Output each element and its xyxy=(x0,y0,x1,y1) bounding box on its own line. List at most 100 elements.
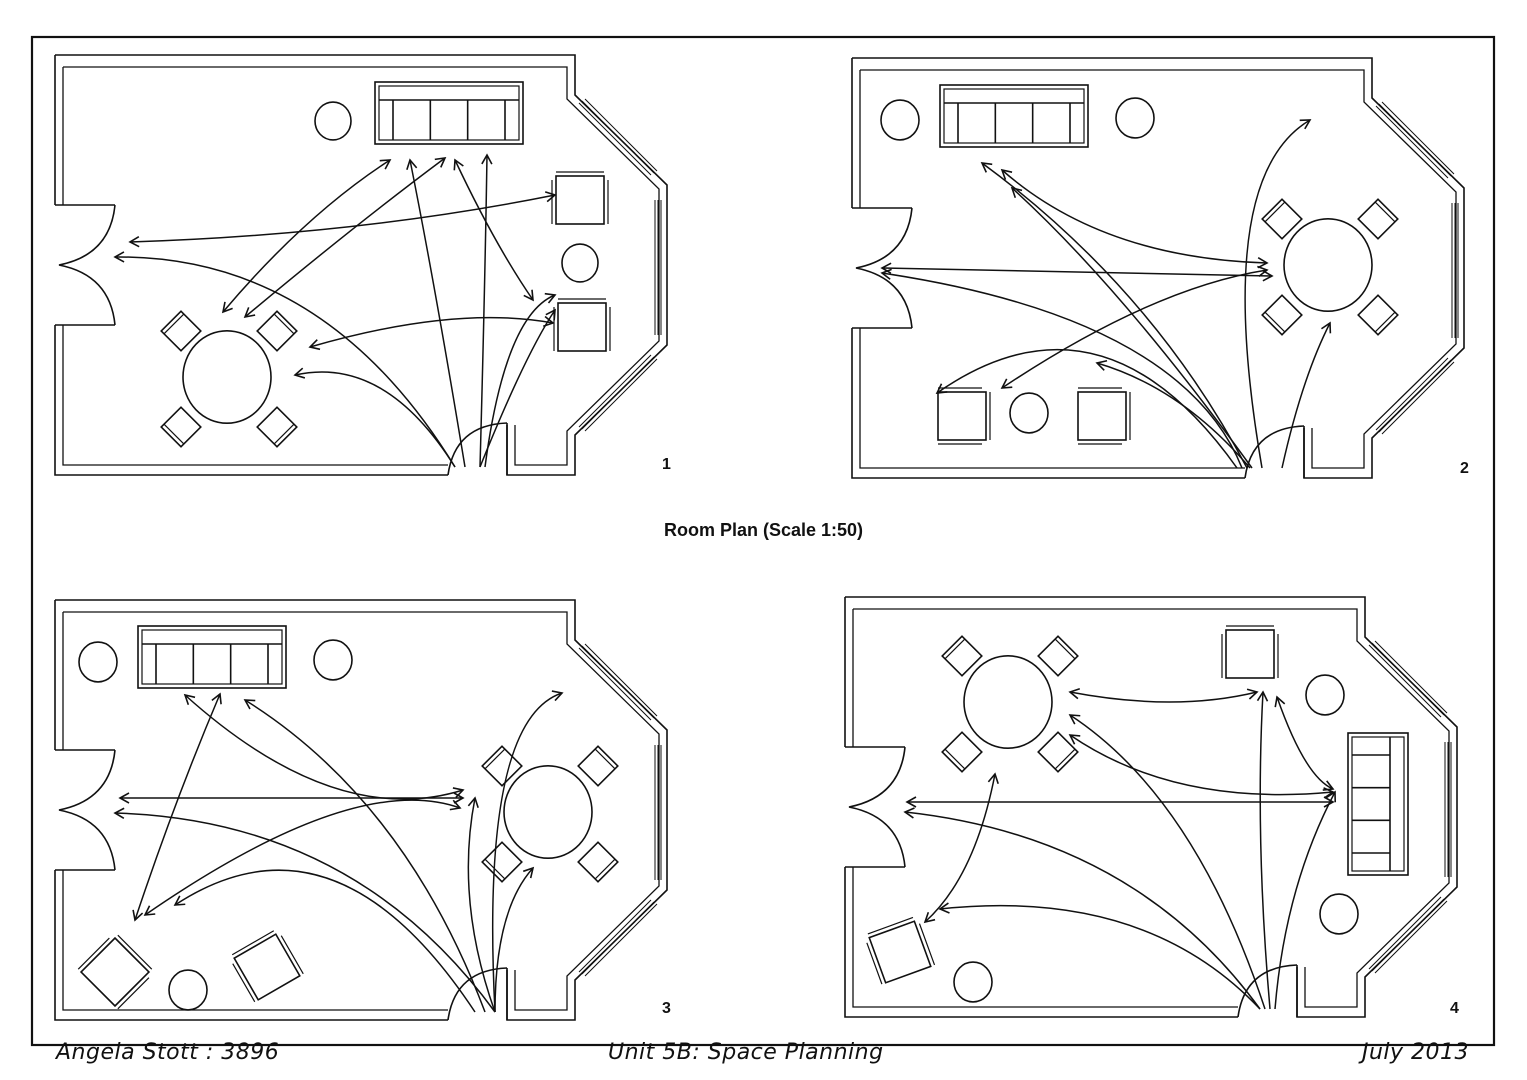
side-table xyxy=(1009,392,1049,434)
circulation-arrow xyxy=(484,292,557,468)
window-upper xyxy=(1368,640,1448,718)
armchair-arms xyxy=(938,387,991,445)
chair-back xyxy=(944,638,966,660)
window-middle xyxy=(1451,203,1459,338)
circulation-arrow xyxy=(1274,695,1335,791)
sofa-inner xyxy=(1351,736,1405,872)
chair-seat xyxy=(256,310,298,352)
sofa xyxy=(137,625,287,689)
armchair xyxy=(937,387,991,445)
side-table xyxy=(1115,97,1155,139)
armchair xyxy=(231,930,304,1003)
circulation-arrow xyxy=(491,690,564,1013)
circulation-arrow xyxy=(1274,790,1337,1010)
circulation-arrow xyxy=(1281,321,1332,469)
dining-chair xyxy=(1037,731,1079,773)
side-table xyxy=(1319,893,1359,935)
circulation-arrow xyxy=(1068,714,1266,1010)
chair-seat xyxy=(1261,198,1303,240)
circulation-arrow xyxy=(923,772,999,924)
armchair-seat xyxy=(555,175,605,225)
dining-table xyxy=(182,329,272,424)
chair-back xyxy=(1264,201,1286,223)
author-label: Angela Stott : 3896 xyxy=(56,1040,280,1065)
armchair-seat xyxy=(557,302,607,352)
chair-seat xyxy=(160,310,202,352)
circulation-arrow xyxy=(183,693,465,800)
armchair xyxy=(551,171,609,225)
armchair xyxy=(553,298,611,352)
dining-chair xyxy=(160,310,202,352)
circulation-arrow xyxy=(453,158,534,302)
armchair-arms xyxy=(1221,625,1279,678)
sofa-inner xyxy=(943,88,1085,144)
window-lower xyxy=(578,899,658,977)
entry-door-swing xyxy=(1237,964,1298,1018)
chair-back xyxy=(163,313,185,335)
circulation-arrow xyxy=(243,699,486,1013)
armchair-arms xyxy=(231,930,304,1003)
chair-back xyxy=(1054,638,1076,660)
dining-chair xyxy=(1357,294,1399,336)
chair-back xyxy=(594,748,616,770)
plan-number-3: 3 xyxy=(662,1000,671,1017)
inner-wall xyxy=(62,66,660,466)
chair-seat xyxy=(1037,635,1079,677)
chair-seat xyxy=(481,841,523,883)
sofa-inner xyxy=(378,85,520,141)
inner-wall xyxy=(852,608,1450,1008)
plan-number-4: 4 xyxy=(1450,1000,1459,1017)
inner-wall xyxy=(859,69,1457,469)
circulation-arrow xyxy=(1068,734,1335,799)
circulation-arrow xyxy=(467,796,496,1013)
window-upper xyxy=(578,643,658,721)
chair-seat xyxy=(941,731,983,773)
chair-back xyxy=(1374,201,1396,223)
sheet-border xyxy=(30,35,1496,1047)
dining-table xyxy=(963,654,1053,750)
dining-chair xyxy=(256,310,298,352)
dining-chair xyxy=(1037,635,1079,677)
armchair xyxy=(866,916,936,985)
circulation-arrow xyxy=(128,191,557,248)
sofa xyxy=(374,81,524,145)
dining-chair xyxy=(577,745,619,787)
circulation-arrow xyxy=(143,799,462,916)
chair-back xyxy=(484,748,506,770)
outer-wall xyxy=(844,596,1458,1018)
circulation-arrow xyxy=(494,866,535,1013)
circulation-arrow xyxy=(1000,168,1269,269)
chair-back xyxy=(163,423,185,445)
window-middle xyxy=(654,200,662,335)
chair-back xyxy=(944,748,966,770)
sofa-inner xyxy=(141,629,283,685)
dining-table xyxy=(503,765,593,860)
dining-chair xyxy=(1261,294,1303,336)
circulation-arrow xyxy=(1000,265,1269,389)
armchair-seat xyxy=(868,920,932,984)
room-plan-1 xyxy=(54,54,668,476)
sofa xyxy=(939,84,1089,148)
plan-number-2: 2 xyxy=(1460,460,1469,477)
armchair xyxy=(1077,387,1131,445)
circulation-arrow xyxy=(1010,186,1253,469)
side-table xyxy=(314,101,352,141)
circulation-arrow xyxy=(113,807,496,1013)
side-table xyxy=(78,641,118,683)
armchair-arms xyxy=(553,298,611,351)
side-table xyxy=(168,969,208,1011)
circulation-arrow xyxy=(293,367,456,468)
dining-chair xyxy=(577,841,619,883)
dining-chair xyxy=(941,731,983,773)
page-title: Room Plan (Scale 1:50) xyxy=(663,520,864,540)
side-table xyxy=(561,243,599,283)
chair-back xyxy=(273,423,295,445)
side-table xyxy=(953,961,993,1003)
chair-back xyxy=(1264,311,1286,333)
armchair-seat xyxy=(1225,629,1275,679)
circulation-arrow xyxy=(479,308,556,468)
circulation-arrow xyxy=(479,153,493,468)
window-upper xyxy=(578,98,658,176)
inner-wall xyxy=(62,611,660,1011)
